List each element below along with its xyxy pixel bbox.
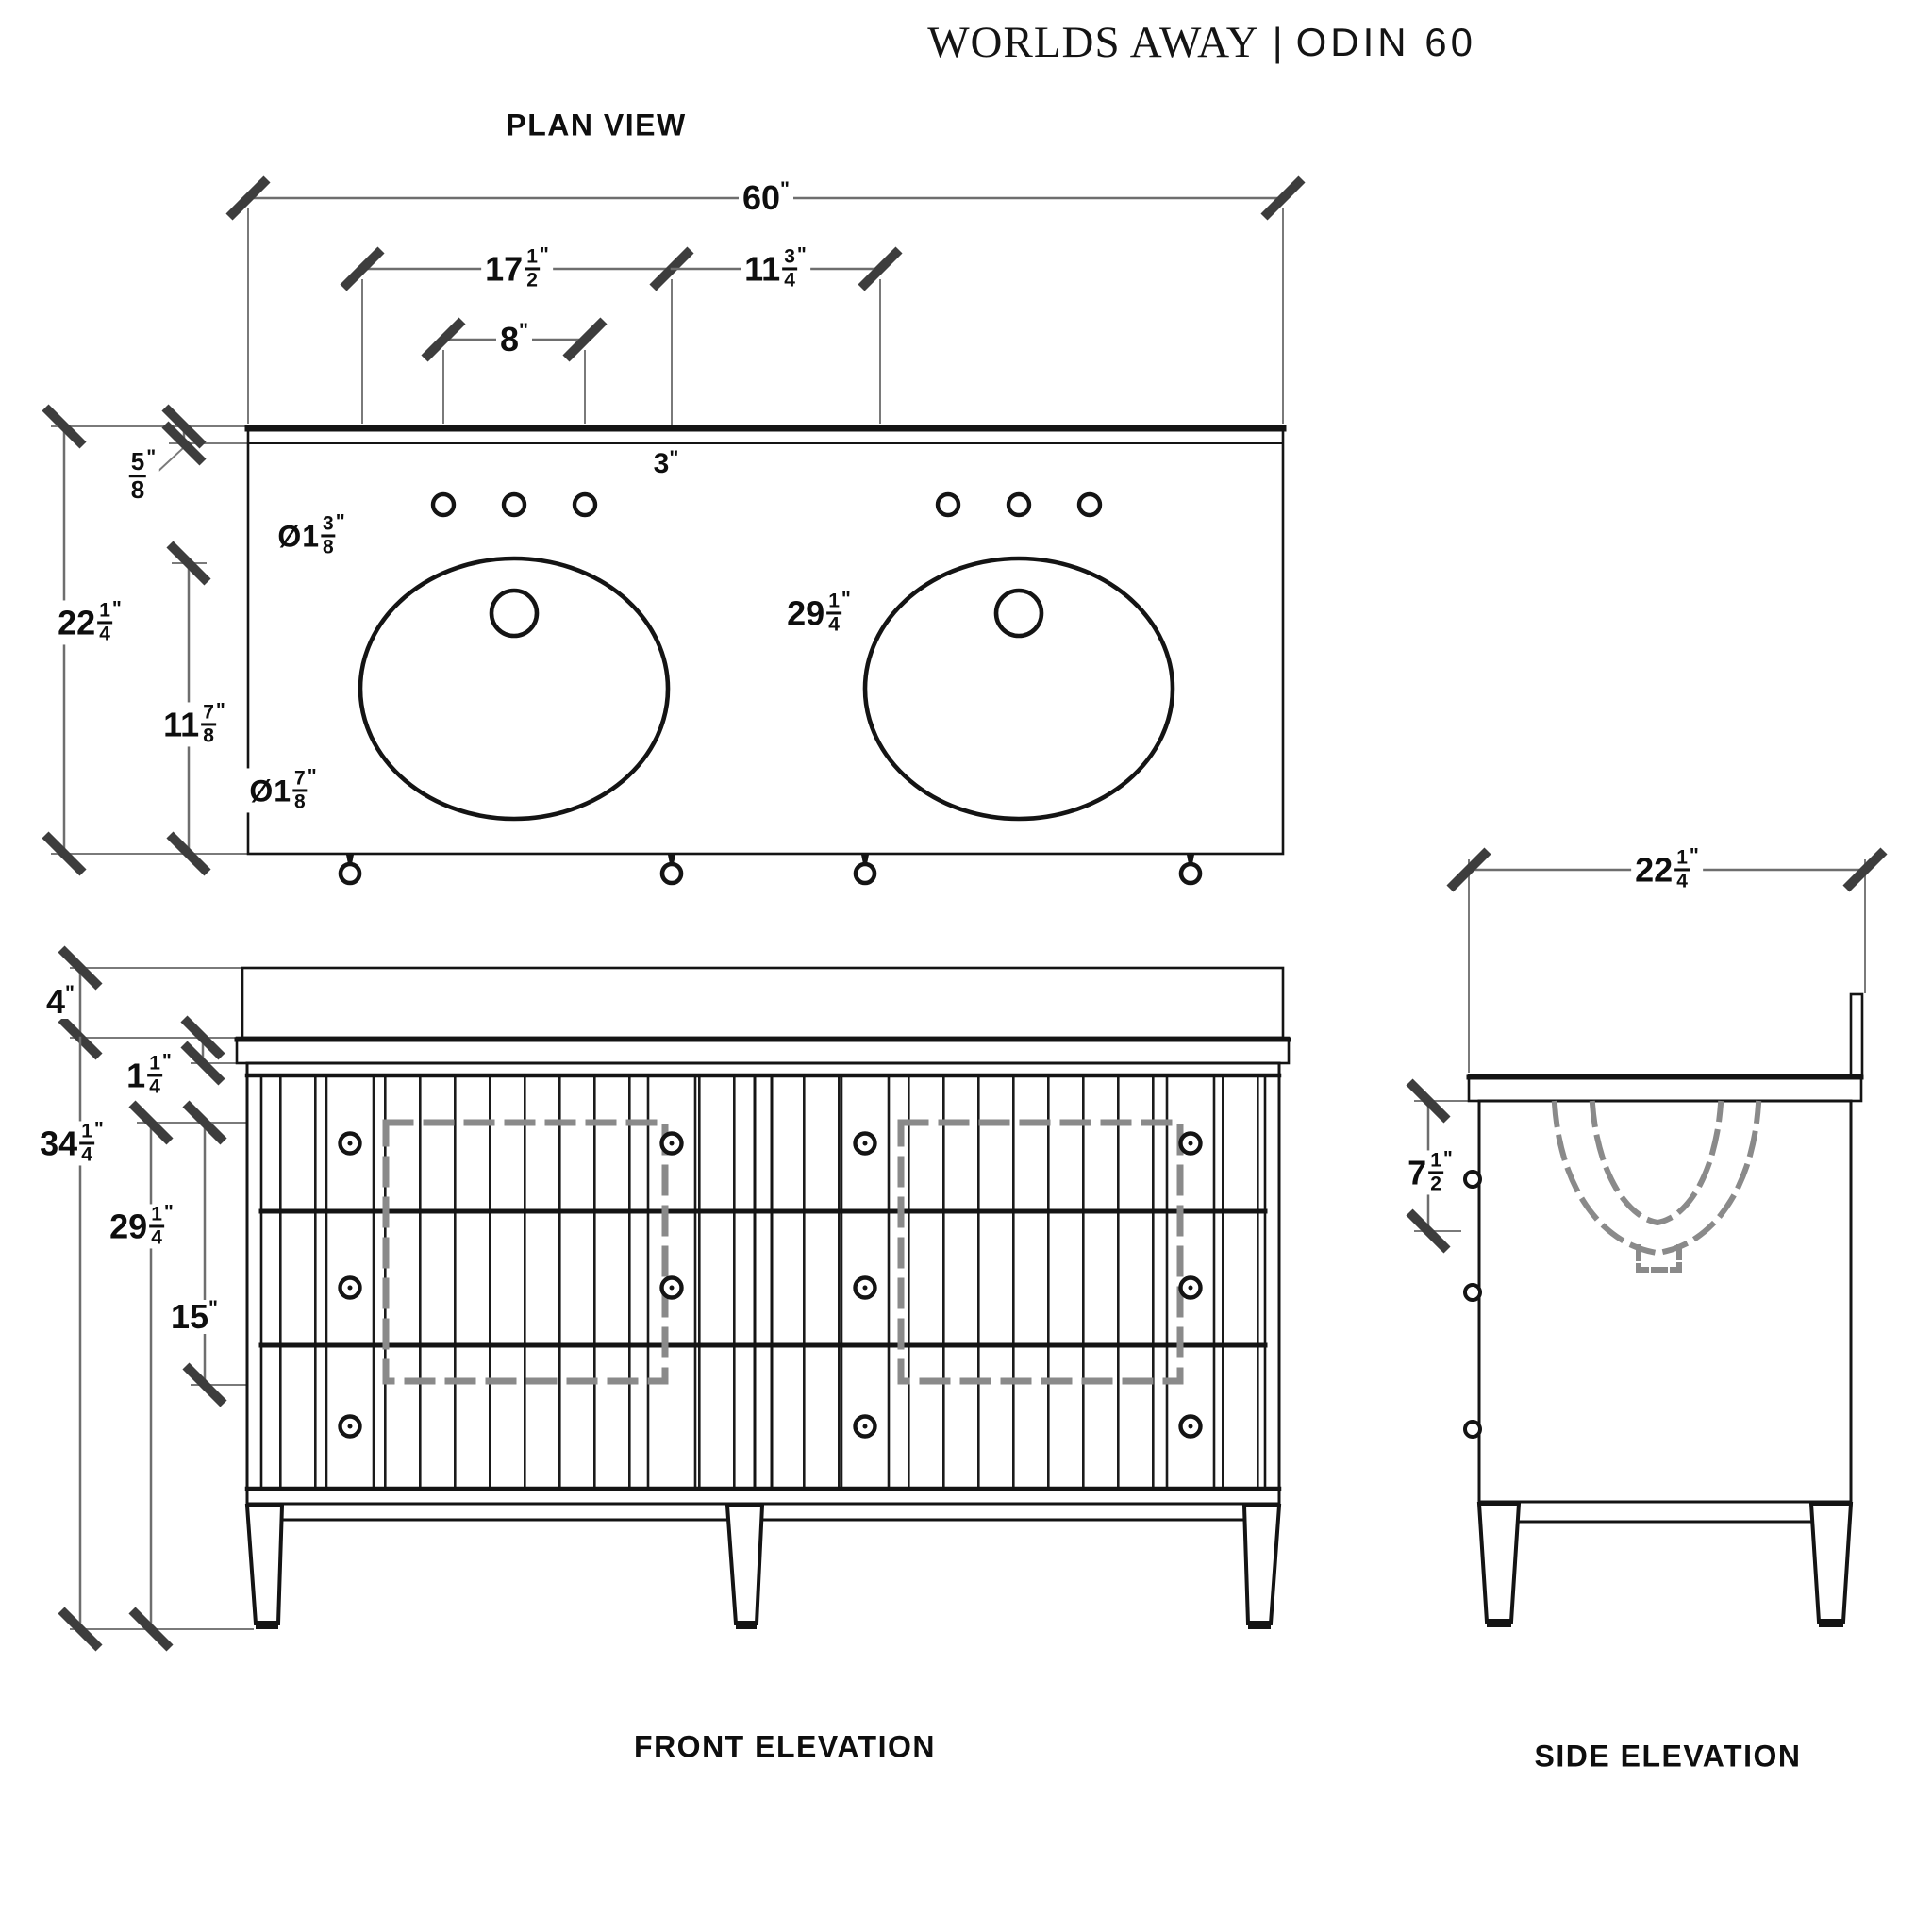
right-drain-hole — [993, 588, 1044, 639]
side-cabinet-body — [1477, 1099, 1853, 1504]
side-backsplash — [1849, 992, 1864, 1077]
dim-hole-gap: 3" — [649, 448, 683, 478]
right-sink-bowl — [862, 556, 1175, 822]
model-name: ODIN 60 — [1295, 20, 1476, 64]
brand-name: WORLDS AWAY — [927, 18, 1259, 67]
dim-backsplash-height: 4" — [42, 983, 78, 1019]
side-legs — [1476, 1502, 1854, 1627]
plan-view-title: PLAN VIEW — [506, 108, 687, 142]
left-sink-bowl — [358, 556, 671, 822]
brand-separator: | — [1272, 20, 1283, 64]
drawer-box-outlines — [382, 1119, 1184, 1385]
side-knobs — [1463, 1170, 1482, 1439]
brand-header: WORLDS AWAY | ODIN 60 — [927, 17, 1476, 68]
dim-faucet-spread: 8" — [496, 321, 532, 357]
dim-drawer-section: 15" — [166, 1298, 223, 1334]
plan-countertop — [244, 425, 1287, 886]
faucet-holes — [430, 491, 1103, 518]
dim-overall-width: 60" — [738, 179, 794, 215]
front-elevation-drawing — [58, 945, 1291, 1652]
front-elevation-title: FRONT ELEVATION — [634, 1729, 936, 1764]
side-elevation-title: SIDE ELEVATION — [1534, 1739, 1802, 1774]
side-sink-bowl-outline — [1551, 1100, 1762, 1273]
front-legs — [244, 1504, 1282, 1629]
left-drain-hole — [489, 588, 540, 639]
front-backsplash — [241, 966, 1285, 1040]
side-elevation-drawing — [1406, 847, 1888, 1627]
plan-view-drawing — [42, 175, 1306, 886]
plan-knobs — [338, 855, 1203, 886]
